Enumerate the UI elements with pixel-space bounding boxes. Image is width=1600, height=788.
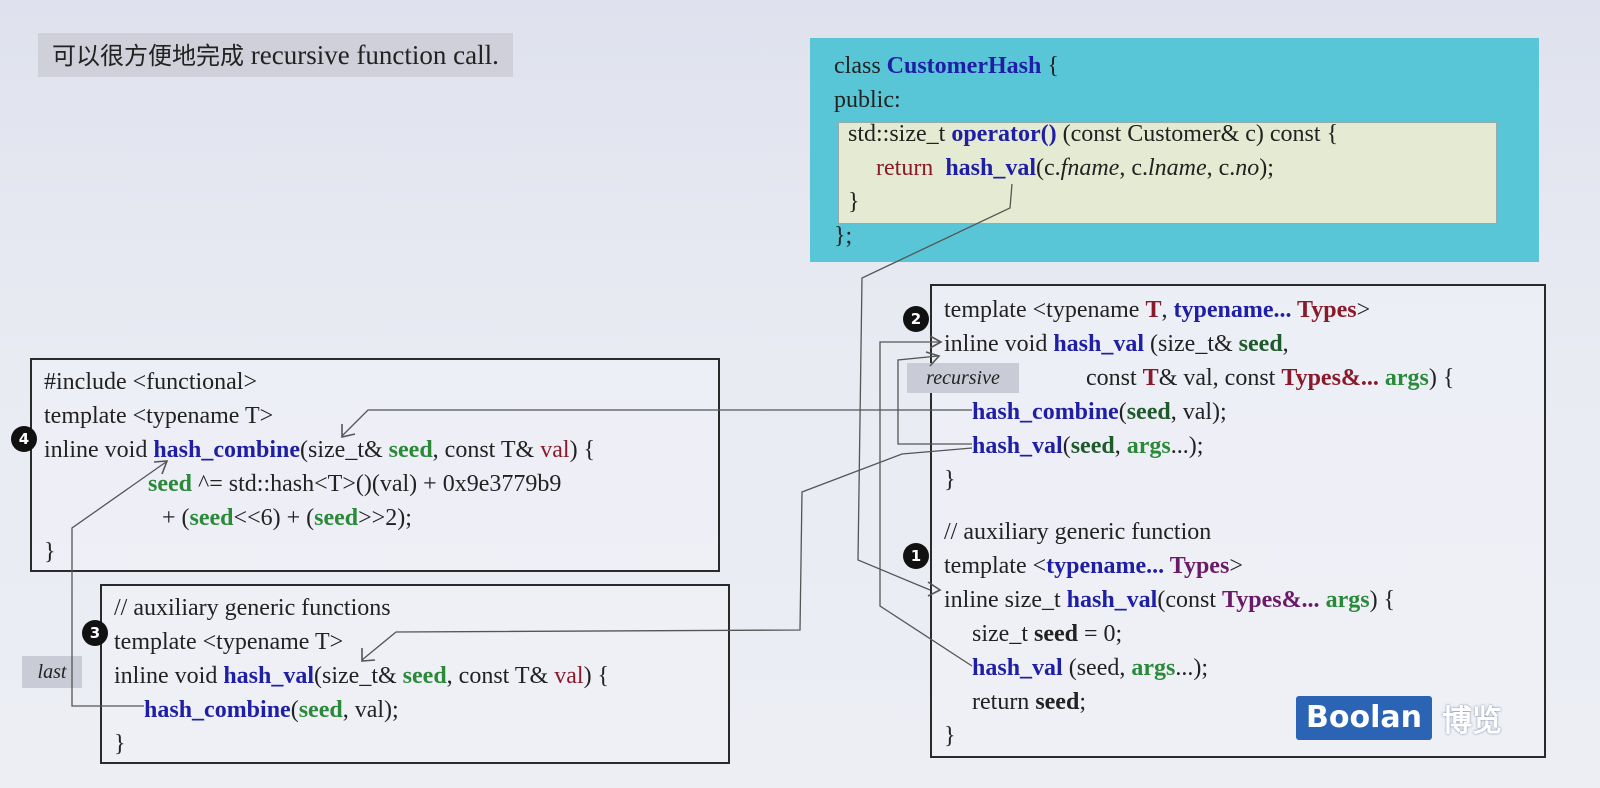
logo-cjk: 博览 (1441, 704, 1502, 739)
b2-line-4: hash_combine(seed, val); (972, 399, 1227, 425)
b3-line-1: // auxiliary generic functions (114, 595, 391, 621)
b3-line-2: template <typename T> (114, 629, 344, 655)
b3-line-5: } (114, 731, 126, 757)
b4-line-1: #include <functional> (44, 369, 258, 395)
arrow-2-to-3 (361, 447, 973, 661)
b3-line-4: hash_combine(seed, val); (144, 697, 399, 723)
b4-line-3: inline void hash_combine(size_t& seed, c… (44, 437, 596, 463)
right-code-box (930, 284, 1546, 758)
b3-line-3: inline void hash_val(size_t& seed, const… (114, 663, 610, 689)
arrow-3-to-4 (71, 461, 167, 707)
b1-line-4: size_t seed = 0; (972, 621, 1123, 647)
b4-line-4: seed ^= std::hash<T>()(val) + 0x9e3779b9 (148, 471, 562, 497)
b1-line-5: hash_val (seed, args...); (972, 655, 1209, 681)
ch-line-6: }; (834, 223, 853, 249)
arrow-customer-to-1 (857, 183, 1013, 591)
b1-line-1: // auxiliary generic function (944, 519, 1212, 545)
badge-4: 4 (11, 426, 37, 452)
b4-line-2: template <typename T> (44, 403, 274, 429)
b4-line-5: + (seed<<6) + (seed>>2); (162, 505, 412, 531)
b2-line-1: template <typename T, typename... Types> (944, 297, 1371, 323)
b1-line-2: template <typename... Types> (944, 553, 1243, 579)
title-latin: recursive function call. (244, 40, 499, 70)
badge-2: 2 (903, 306, 929, 332)
arrow-2-to-4 (341, 409, 972, 437)
ch-line-3: std::size_t operator() (const Customer& … (848, 121, 1339, 147)
ch-line-2: public: (834, 87, 901, 113)
arrow-1-to-2 (879, 341, 973, 667)
arrow-recursive (897, 355, 972, 445)
b4-line-6: } (44, 539, 56, 565)
b2-line-5: hash_val(seed, args...); (972, 433, 1204, 459)
badge-3: 3 (82, 620, 108, 646)
ch-line-1: class CustomerHash { (834, 53, 1059, 79)
b2-line-3: const T& val, const Types&... args) { (1086, 365, 1455, 391)
boolan-logo: Boolan 博览 (1296, 696, 1526, 740)
title-cjk: 可以很方便地完成 (52, 42, 244, 70)
logo-latin: Boolan (1296, 696, 1432, 740)
badge-1: 1 (903, 543, 929, 569)
recursive-tag: recursive (907, 363, 1019, 393)
hash-combine-box (30, 358, 720, 572)
b1-line-7: } (944, 723, 956, 749)
b1-line-6: return seed; (972, 689, 1086, 715)
b2-line-6: } (944, 467, 956, 493)
hash-val-last-box (100, 584, 730, 764)
b1-line-3: inline size_t hash_val(const Types&... a… (944, 587, 1396, 613)
operator-body-box (838, 122, 1497, 224)
ch-line-4: return hash_val(c.fname, c.lname, c.no); (876, 155, 1274, 181)
b2-line-2: inline void hash_val (size_t& seed, (944, 331, 1289, 357)
ch-line-5: } (848, 189, 860, 215)
slide-title: 可以很方便地完成 recursive function call. (38, 33, 513, 77)
